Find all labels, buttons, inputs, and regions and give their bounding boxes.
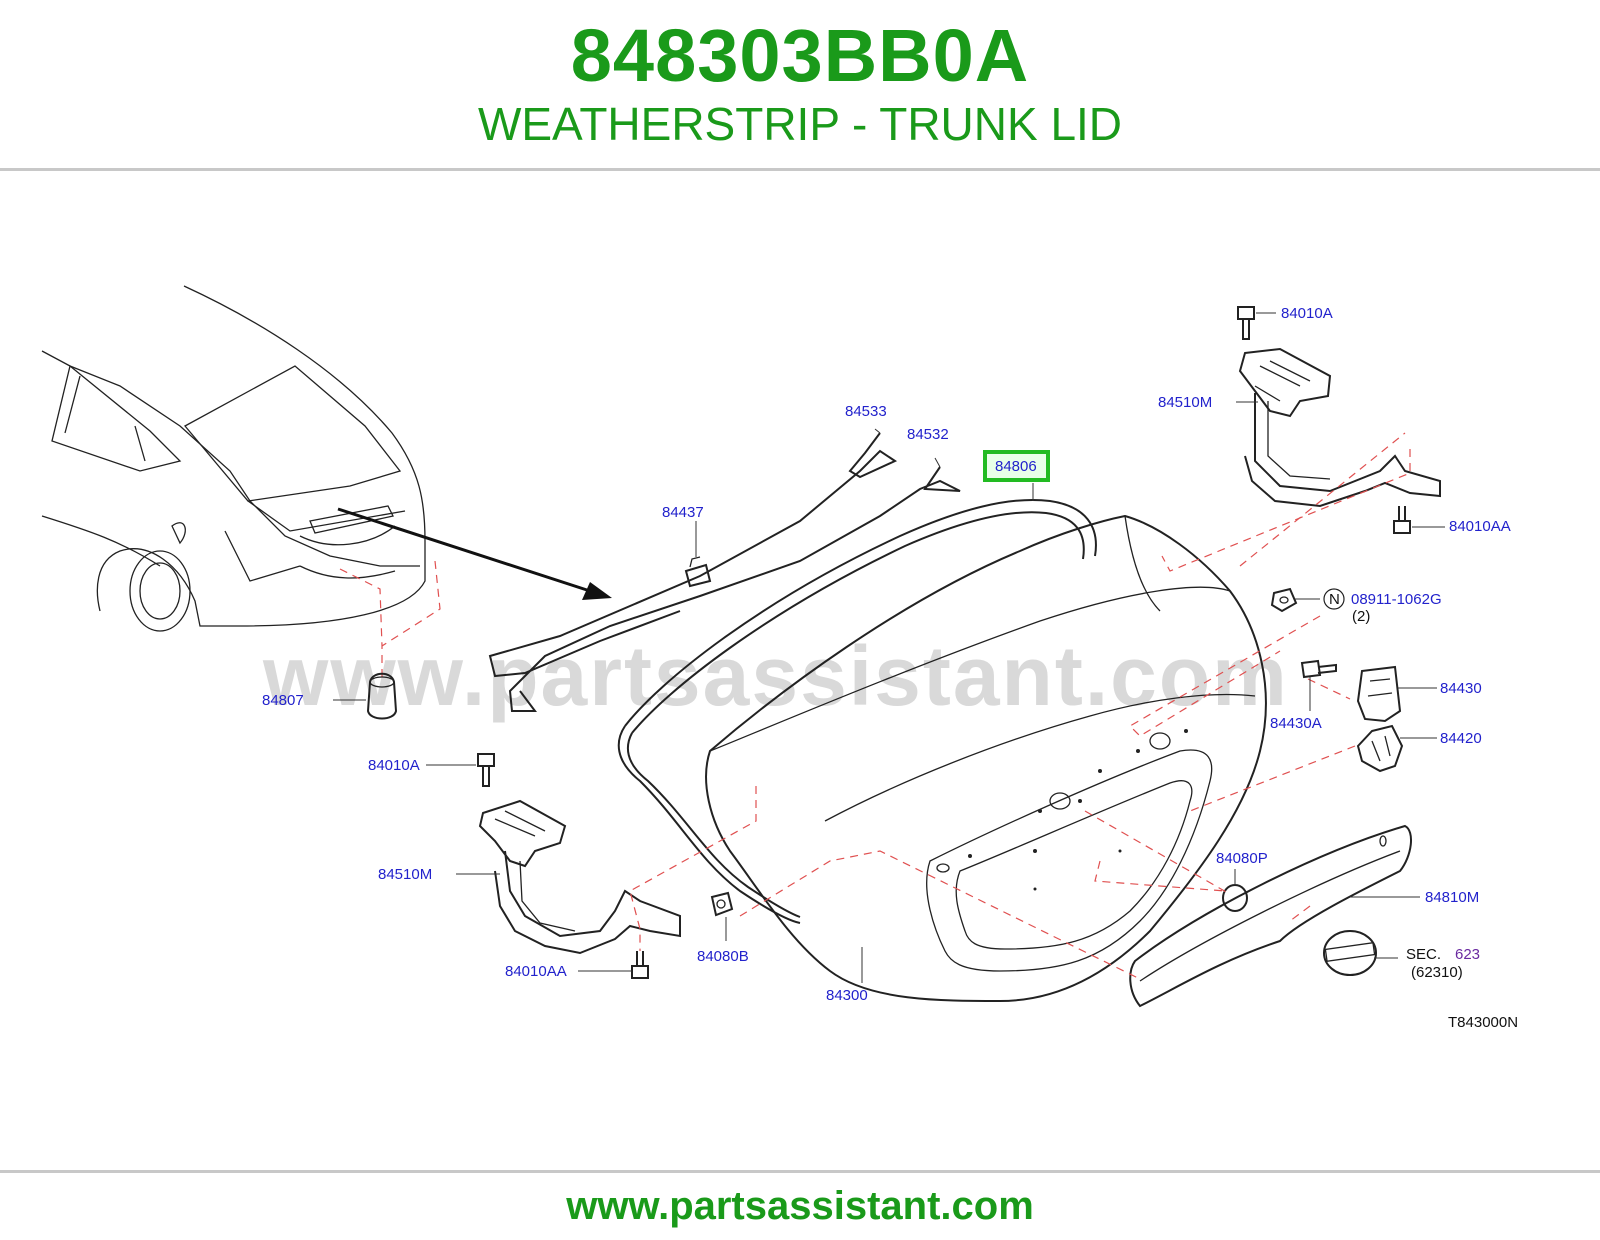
callout-84510M-right: 84510M bbox=[1158, 394, 1212, 411]
callout-84080B: 84080B bbox=[697, 948, 749, 965]
bolt-84010AA-left bbox=[631, 951, 649, 979]
clip-84437 bbox=[684, 556, 712, 588]
bolt-84010AA-right bbox=[1393, 506, 1411, 534]
direction-arrow bbox=[337, 507, 612, 600]
callout-sec-prefix: SEC. bbox=[1406, 946, 1441, 963]
hinge-left-84510M bbox=[478, 799, 681, 955]
callout-sec-ref: (62310) bbox=[1411, 964, 1463, 981]
part-number-title: 848303BB0A bbox=[570, 14, 1030, 97]
callout-sec-number: 623 bbox=[1455, 946, 1480, 963]
header: 848303BB0A WEATHERSTRIP - TRUNK LID bbox=[0, 0, 1600, 168]
torsion-rods bbox=[488, 432, 961, 712]
callout-84430: 84430 bbox=[1440, 680, 1482, 697]
callout-84437: 84437 bbox=[662, 504, 704, 521]
callout-84010A-left: 84010A bbox=[368, 757, 420, 774]
callout-84806: 84806 bbox=[995, 458, 1037, 475]
car-illustration bbox=[41, 285, 426, 632]
nut-08911 bbox=[1270, 587, 1298, 613]
weatherstrip-84806 bbox=[617, 498, 1097, 924]
callout-84010AA-right: 84010AA bbox=[1449, 518, 1511, 535]
bumper-rubber-84807 bbox=[366, 672, 398, 720]
callout-84532: 84532 bbox=[907, 426, 949, 443]
grommet-84080B bbox=[710, 891, 734, 917]
callout-84010A-top: 84010A bbox=[1281, 305, 1333, 322]
footer-divider bbox=[0, 1170, 1600, 1173]
callout-84300: 84300 bbox=[826, 987, 868, 1004]
hinge-right-84510M bbox=[1238, 347, 1441, 508]
callout-08911-qty: (2) bbox=[1352, 608, 1370, 625]
bolt-84010A-top bbox=[1237, 306, 1255, 340]
callout-84510M-left: 84510M bbox=[378, 866, 432, 883]
callout-84420: 84420 bbox=[1440, 730, 1482, 747]
highlight-box-84806 bbox=[983, 450, 1050, 482]
n-symbol-circle bbox=[1323, 588, 1345, 610]
drawing-code: T843000N bbox=[1448, 1014, 1518, 1031]
callout-84080P: 84080P bbox=[1216, 850, 1268, 867]
callout-84533: 84533 bbox=[845, 403, 887, 420]
diagram-canvas: www.partsassistant.com bbox=[41, 285, 1518, 1031]
parts-diagram: www.partsassistant.com bbox=[0, 171, 1600, 1170]
callout-84807: 84807 bbox=[262, 692, 304, 709]
finisher-84810M bbox=[1129, 824, 1412, 1008]
striker-84420 bbox=[1356, 724, 1404, 773]
bolt-84430A bbox=[1300, 659, 1337, 679]
part-name-subtitle: WEATHERSTRIP - TRUNK LID bbox=[477, 98, 1123, 150]
bolt-84010A-left bbox=[477, 753, 495, 787]
trunk-lid-84300 bbox=[705, 514, 1267, 1003]
header-divider bbox=[0, 168, 1600, 171]
callout-84810M: 84810M bbox=[1425, 889, 1479, 906]
watermark-text: www.partsassistant.com bbox=[262, 629, 1289, 723]
footer-website-link[interactable]: www.partsassistant.com bbox=[566, 1184, 1034, 1228]
callout-08911-1062G: 08911-1062G bbox=[1351, 591, 1442, 608]
latch-84430 bbox=[1356, 665, 1402, 723]
emblem-62310 bbox=[1323, 930, 1377, 976]
callout-84010AA-left: 84010AA bbox=[505, 963, 567, 980]
callout-84430A: 84430A bbox=[1270, 715, 1322, 732]
n-symbol: N bbox=[1329, 591, 1340, 608]
